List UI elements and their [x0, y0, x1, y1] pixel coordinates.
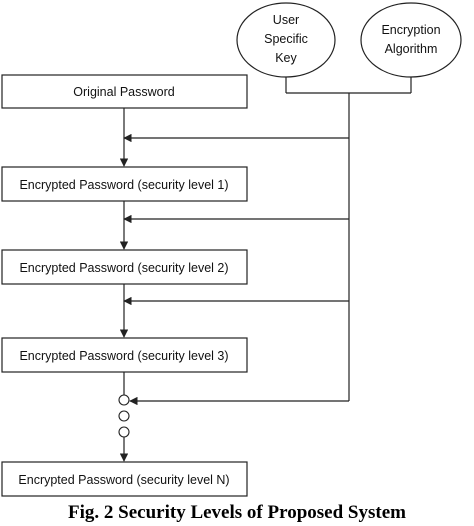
input-connectors — [285, 77, 412, 401]
encryption-algorithm-oval: Encryption Algorithm — [360, 2, 462, 78]
level-1-box: Encrypted Password (security level 1) — [1, 166, 248, 202]
original-password-label: Original Password — [73, 85, 174, 99]
continuation-dot — [118, 394, 130, 406]
user-key-line-3: Key — [275, 51, 297, 65]
user-specific-key-oval: User Specific Key — [236, 2, 336, 78]
continuation-dots — [118, 394, 130, 438]
level-3-box: Encrypted Password (security level 3) — [1, 337, 248, 373]
figure-caption: Fig. 2 Security Levels of Proposed Syste… — [68, 502, 406, 523]
level-1-label: Encrypted Password (security level 1) — [19, 178, 228, 192]
level-2-box: Encrypted Password (security level 2) — [1, 249, 248, 285]
continuation-dot — [118, 426, 130, 438]
level-2-label: Encrypted Password (security level 2) — [19, 261, 228, 275]
original-password-box: Original Password — [1, 74, 248, 109]
user-key-line-2: Specific — [264, 32, 308, 46]
level-n-box: Encrypted Password (security level N) — [1, 461, 248, 497]
algorithm-line-2: Algorithm — [385, 42, 438, 56]
continuation-dot — [118, 410, 130, 422]
level-n-label: Encrypted Password (security level N) — [18, 473, 229, 487]
user-key-line-1: User — [273, 13, 299, 27]
level-3-label: Encrypted Password (security level 3) — [19, 349, 228, 363]
algorithm-line-1: Encryption — [381, 23, 440, 37]
